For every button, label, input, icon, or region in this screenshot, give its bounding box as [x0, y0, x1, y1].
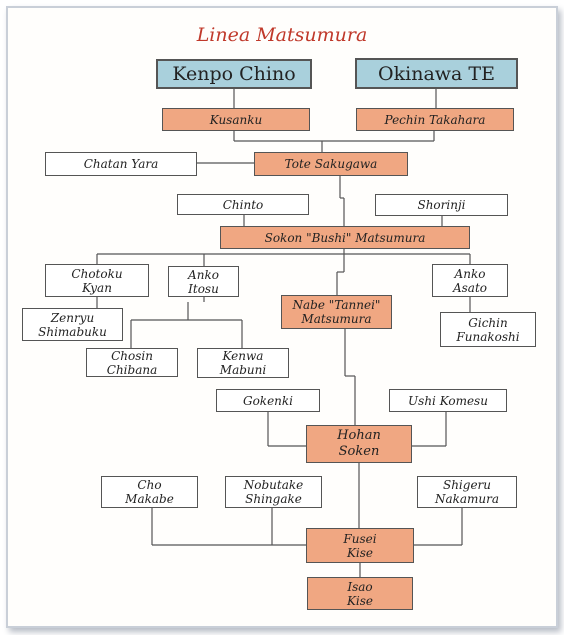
node-hohan-soken: Hohan Soken [306, 425, 412, 463]
node-okinawa-te: Okinawa TE [355, 58, 518, 89]
node-chosin-chibana: Chosin Chibana [86, 348, 178, 377]
node-fusei-kise: Fusei Kise [306, 528, 414, 563]
node-shorinji: Shorinji [375, 194, 508, 216]
node-ushi-komesu: Ushi Komesu [389, 389, 507, 412]
node-anko-asato: Anko Asato [432, 264, 508, 297]
node-shigeru-nakamura: Shigeru Nakamura [417, 476, 517, 508]
node-kenpo-chino: Kenpo Chino [156, 59, 312, 89]
node-kenwa-mabuni: Kenwa Mabuni [197, 348, 289, 378]
node-sokon-matsumura: Sokon "Bushi" Matsumura [220, 226, 470, 249]
node-gokenki: Gokenki [216, 389, 320, 412]
node-isao-kise: Isao Kise [307, 577, 413, 610]
node-pechin-takahara: Pechin Takahara [356, 108, 514, 131]
node-zenryu-shimabuku: Zenryu Shimabuku [22, 308, 123, 341]
node-kusanku: Kusanku [162, 108, 310, 131]
node-chinto: Chinto [177, 194, 309, 215]
node-tote-sakugawa: Tote Sakugawa [254, 152, 408, 176]
node-gichin-funakoshi: Gichin Funakoshi [440, 312, 536, 347]
node-chatan-yara: Chatan Yara [45, 152, 197, 176]
diagram-title: Linea Matsumura [196, 24, 368, 46]
node-cho-makabe: Cho Makabe [101, 476, 198, 508]
node-nobutake-shingake: Nobutake Shingake [225, 476, 322, 508]
node-chotoku-kyan: Chotoku Kyan [45, 264, 149, 297]
node-anko-itosu: Anko Itosu [168, 266, 239, 297]
node-nabe-matsumura: Nabe "Tannei" Matsumura [281, 295, 392, 329]
